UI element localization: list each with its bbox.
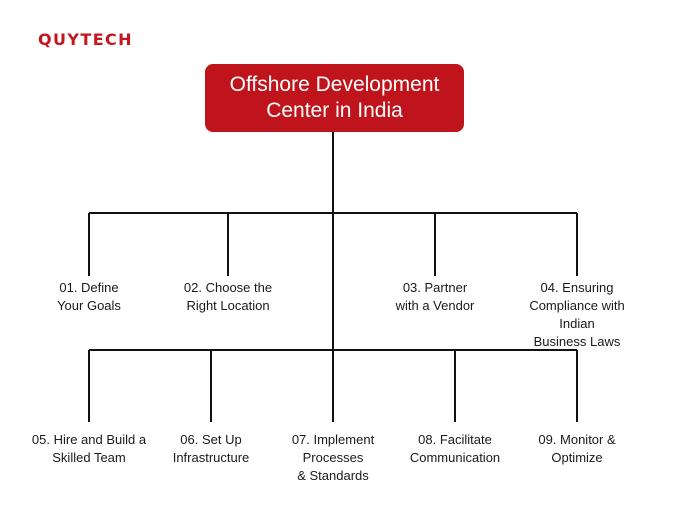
root-node: Offshore Development Center in India [205,64,464,132]
step-05-hire-team: 05. Hire and Build a Skilled Team [31,432,147,465]
step-07-processes: 07. Implement Processes & Standards [291,432,375,483]
step-09-monitor: 09. Monitor & Optimize [538,432,616,465]
step-06-infrastructure: 06. Set Up Infrastructure [172,432,250,465]
step-02-choose-location: 02. Choose the Right Location [183,280,273,313]
root-title: Offshore Development Center in India [229,73,440,122]
step-03-partner-vendor: 03. Partner with a Vendor [395,280,475,313]
step-08-communication: 08. Facilitate Communication [409,432,501,465]
step-01-define-goals: 01. Define Your Goals [57,280,121,313]
step-04-compliance: 04. Ensuring Compliance with Indian Busi… [529,280,625,349]
quytech-logo: QUYTECH [38,30,133,49]
